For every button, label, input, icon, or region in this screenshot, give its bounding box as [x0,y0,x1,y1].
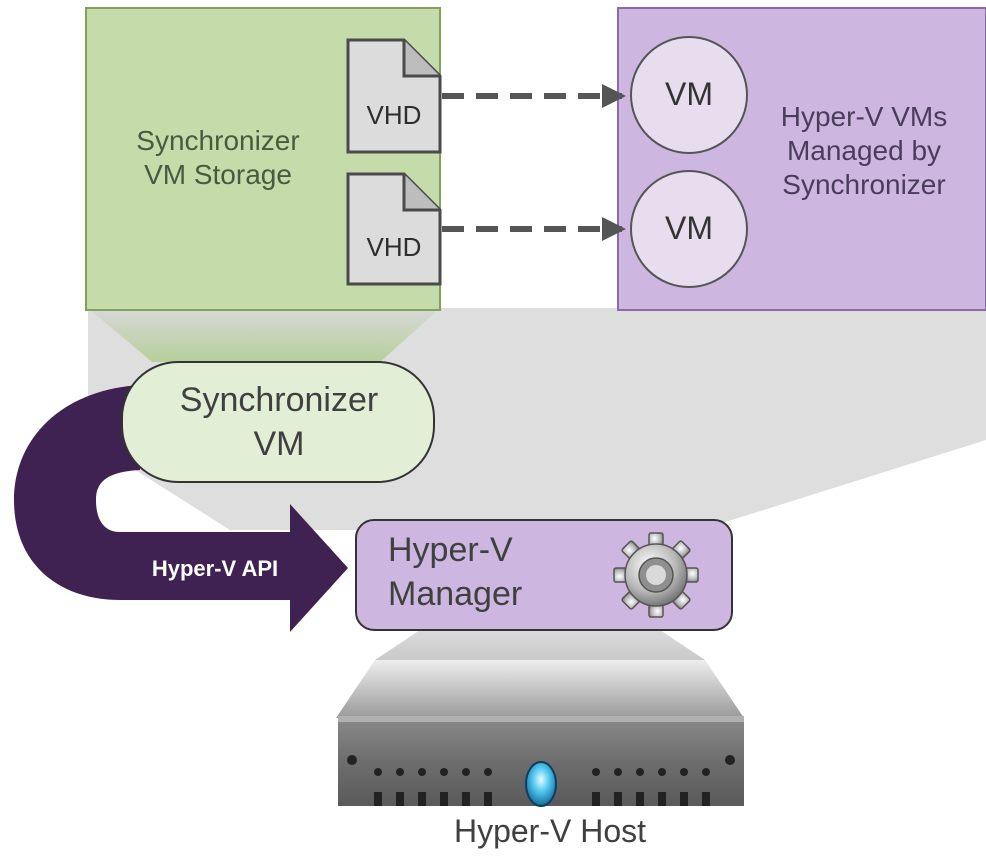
vm-label: VM [665,76,713,112]
vm-circle [630,36,748,154]
hyper-v-manager-title: Hyper-V Manager [388,528,522,616]
vhd-label: VHD [366,232,422,262]
hyper-v-api-label: Hyper-V API [151,556,279,581]
synchronizer-vm-box [121,361,435,483]
managed-vms-title: Hyper-V VMs Managed by Synchronizer [742,100,986,202]
hyper-v-api-arrow [14,385,348,632]
host-beam [375,630,705,660]
power-led-icon [525,761,557,807]
hyper-v-manager-title-text: Hyper-V Manager [388,531,523,614]
server-icon [336,660,744,807]
gear-icon [613,532,699,618]
synchronizer-vm-title-text: Synchronizer VM [179,381,379,464]
storage-title-text: Synchronizer VM Storage [136,125,300,191]
vhd-fold-icon [402,40,440,78]
hyper-v-host-label: Hyper-V Host [453,813,647,849]
vhd-fold-icon [402,174,440,212]
vm-circle [630,170,748,288]
vhd-label: VHD [366,100,422,130]
storage-title: Synchronizer VM Storage [88,124,348,192]
storage-beam [88,308,440,362]
vm-label: VM [665,210,713,246]
managed-vms-title-text: Hyper-V VMs Managed by Synchronizer [780,101,948,201]
synchronizer-vm-title: Synchronizer VM [124,378,434,466]
